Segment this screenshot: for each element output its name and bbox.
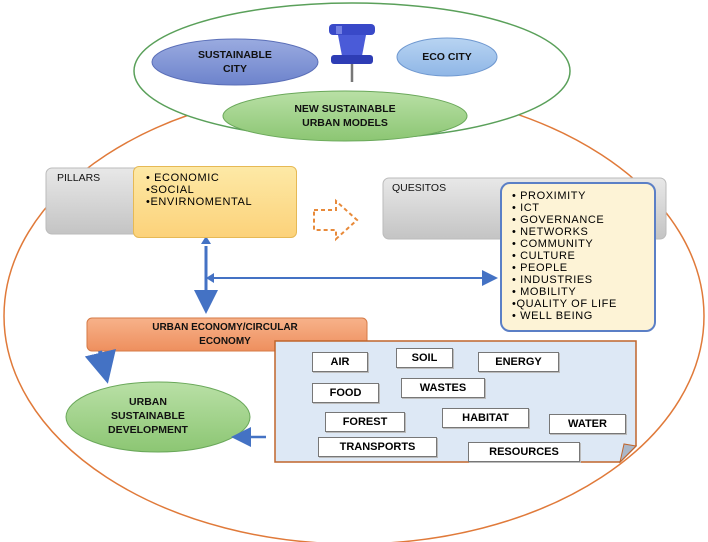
- horizontal-connector-arrowtail: [206, 273, 214, 283]
- quesito-item: • ICT: [512, 202, 540, 214]
- quesitos-list: • PROXIMITY • ICT • GOVERNANCE • NETWORK…: [502, 184, 654, 322]
- pillars-list-box: • ECONOMIC •SOCIAL •ENVIRNOMENTAL: [133, 166, 297, 238]
- new-models-label: NEW SUSTAINABLE URBAN MODELS: [294, 103, 396, 129]
- keyword-resources: RESOURCES: [468, 442, 580, 462]
- keyword-water: WATER: [549, 414, 626, 434]
- quesito-item: • INDUSTRIES: [512, 274, 593, 286]
- economy-to-development-arrow: [84, 348, 116, 384]
- quesito-item: • NETWORKS: [512, 226, 589, 238]
- pillar-item: • ECONOMIC: [146, 172, 220, 184]
- keyword-wastes: WASTES: [401, 378, 485, 398]
- quesito-item: •QUALITY OF LIFE: [512, 298, 617, 310]
- quesito-item: • PROXIMITY: [512, 190, 587, 202]
- quesito-item: • WELL BEING: [512, 310, 593, 322]
- sustainable-city-label: SUSTAINABLE CITY: [198, 49, 272, 75]
- eco-city-label: ECO CITY: [422, 51, 472, 63]
- keyword-air: AIR: [312, 352, 368, 372]
- keyword-soil: SOIL: [396, 348, 453, 368]
- quesito-item: • MOBILITY: [512, 286, 577, 298]
- pillar-item: •SOCIAL: [146, 184, 195, 196]
- keyword-energy: ENERGY: [478, 352, 559, 372]
- quesito-item: • CULTURE: [512, 250, 576, 262]
- quesito-item: • COMMUNITY: [512, 238, 594, 250]
- quesito-item: • PEOPLE: [512, 262, 568, 274]
- keyword-transports: TRANSPORTS: [318, 437, 437, 457]
- urban-development-oval: [65, 381, 251, 453]
- keyword-forest: FOREST: [325, 412, 405, 432]
- urban-economy-label: URBAN ECONOMY/CIRCULAR ECONOMY: [152, 322, 298, 347]
- keyword-habitat: HABITAT: [442, 408, 529, 428]
- pillars-list: • ECONOMIC •SOCIAL •ENVIRNOMENTAL: [134, 167, 296, 208]
- pillar-item: •ENVIRNOMENTAL: [146, 196, 253, 208]
- dashed-right-arrow-icon: [313, 198, 359, 242]
- quesito-item: • GOVERNANCE: [512, 214, 605, 226]
- push-pin-icon: [329, 24, 375, 82]
- eco-city-oval: [396, 37, 498, 77]
- urban-development-label: URBAN SUSTAINABLE DEVELOPMENT: [108, 396, 188, 436]
- quesitos-title: QUESITOS: [392, 182, 447, 194]
- keyword-food: FOOD: [312, 383, 379, 403]
- sustainable-city-oval: [151, 38, 319, 86]
- new-models-oval: [222, 90, 468, 142]
- vertical-connector-arrowtail: [201, 236, 211, 244]
- quesitos-list-box: • PROXIMITY • ICT • GOVERNANCE • NETWORK…: [500, 182, 656, 332]
- pillars-title: PILLARS: [57, 172, 101, 184]
